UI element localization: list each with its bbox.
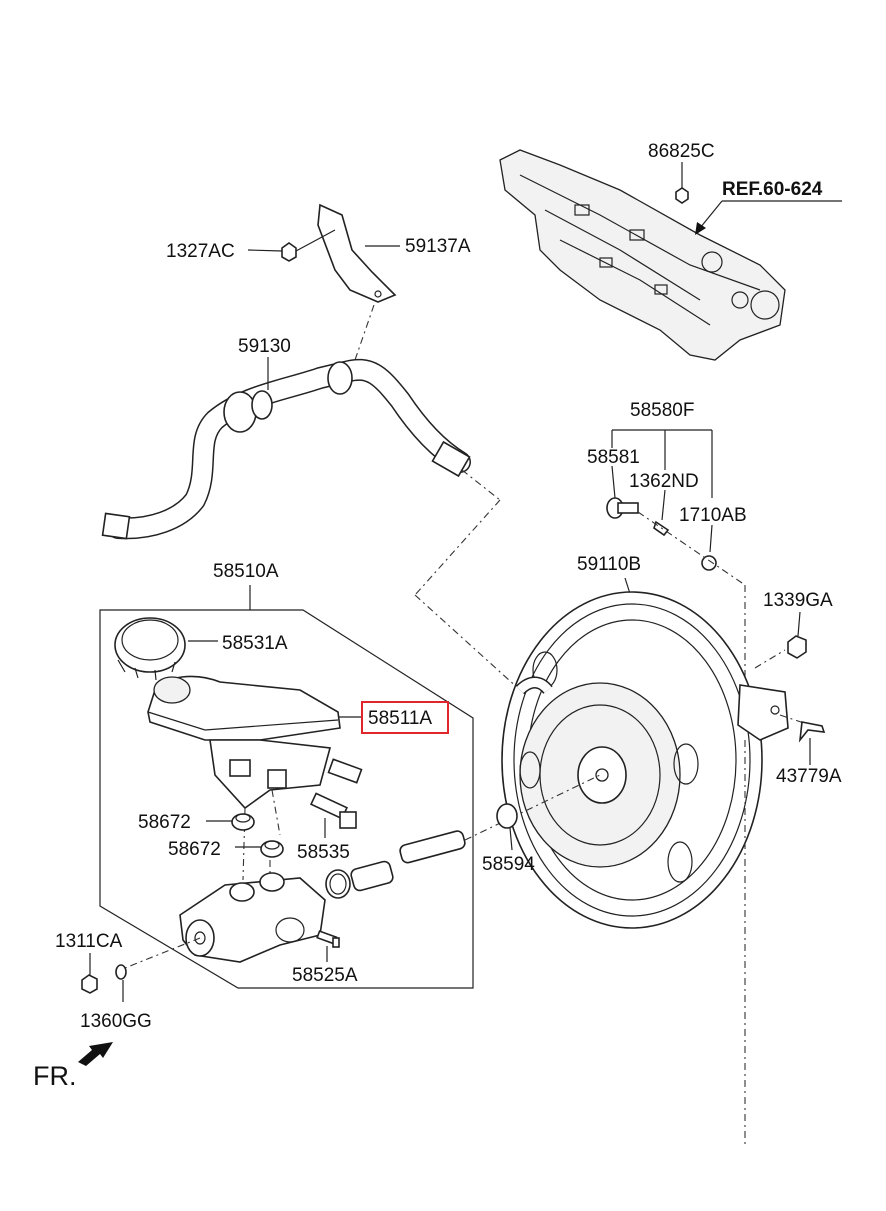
assembly-58510a-outline: [99, 609, 474, 989]
clevis-pin-58581-icon: [606, 497, 639, 519]
label-58672-b[interactable]: 58672: [168, 839, 221, 860]
label-1360gg[interactable]: 1360GG: [80, 1011, 152, 1032]
nut-1327ac-icon: [281, 242, 297, 262]
label-58511a[interactable]: 58511A: [368, 708, 432, 729]
label-86825c[interactable]: 86825C: [648, 141, 715, 162]
highlight-box-58511a: [361, 701, 449, 734]
front-arrow-icon: [78, 1042, 113, 1066]
cowl-panel-drawing: [499, 149, 786, 361]
label-58594[interactable]: 58594: [482, 854, 535, 875]
label-1710ab[interactable]: 1710AB: [679, 505, 747, 526]
label-58535[interactable]: 58535: [297, 842, 350, 863]
seal-kit-drawing: [325, 830, 466, 899]
clip-43779a-icon: [798, 721, 826, 743]
washer-1710ab-icon: [701, 555, 717, 571]
grommet-58672-a-icon: [231, 813, 255, 831]
label-58525a[interactable]: 58525A: [292, 965, 358, 986]
label-1362nd[interactable]: 1362ND: [629, 471, 699, 492]
vacuum-hose-59130-drawing: [101, 358, 471, 540]
reservoir-58511a-drawing: [147, 675, 363, 810]
label-1339ga[interactable]: 1339GA: [763, 590, 833, 611]
label-59130[interactable]: 59130: [238, 336, 291, 357]
brake-booster-59110b-drawing: [501, 591, 789, 929]
bolt-86825c-icon: [675, 187, 689, 204]
grommet-58672-b-icon: [260, 840, 284, 858]
o-ring-58594-icon: [496, 803, 518, 829]
label-59110b[interactable]: 59110B: [577, 554, 641, 575]
label-58510a[interactable]: 58510A: [213, 561, 279, 582]
front-direction-label: FR.: [33, 1061, 77, 1091]
label-58580f[interactable]: 58580F: [630, 400, 694, 421]
nut-1339ga-icon: [787, 635, 807, 659]
label-58531a[interactable]: 58531A: [222, 633, 288, 654]
bolt-58525a-icon: [316, 930, 340, 948]
ref-label[interactable]: REF.60-624: [722, 179, 823, 200]
label-58581[interactable]: 58581: [587, 447, 640, 468]
label-1327ac[interactable]: 1327AC: [166, 241, 235, 262]
label-59137a[interactable]: 59137A: [405, 236, 471, 257]
washer-1360gg-icon: [115, 964, 127, 980]
label-43779a[interactable]: 43779A: [776, 766, 842, 787]
sensor-58535-drawing: [309, 792, 357, 829]
label-1311ca[interactable]: 1311CA: [55, 931, 123, 952]
ref-arrow-icon: [695, 222, 706, 235]
label-58672-a[interactable]: 58672: [138, 812, 191, 833]
bracket-59137a-drawing: [317, 203, 397, 303]
master-cylinder-drawing: [179, 872, 326, 963]
reservoir-cap-58531a-drawing: [114, 617, 186, 681]
nut-1311ca-icon: [81, 974, 98, 994]
